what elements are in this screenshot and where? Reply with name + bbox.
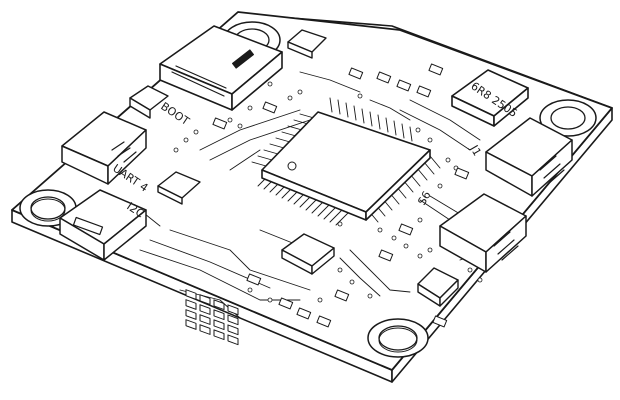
smd-resistors [212, 63, 470, 328]
barometer-chip [417, 267, 459, 307]
mounting-hole-right [539, 99, 597, 137]
pcb-vias [173, 81, 483, 303]
j1-connector-bottom [439, 193, 527, 273]
mounting-hole-bottom [367, 318, 429, 358]
capacitor-block [287, 29, 327, 59]
sensor-chip [281, 233, 335, 275]
boot-button [129, 85, 169, 119]
passive-component-array [185, 289, 239, 346]
boot-connector-left [61, 111, 147, 185]
uart4-connector [59, 189, 147, 261]
usb-c-connector [159, 25, 283, 111]
power-inductor: 6R8 2505 [451, 69, 529, 127]
microcontroller-chip [251, 97, 441, 226]
crystal-oscillator [157, 171, 201, 205]
j1-connector-top [485, 117, 573, 197]
silkscreen-s6-label: S6 [415, 189, 433, 208]
